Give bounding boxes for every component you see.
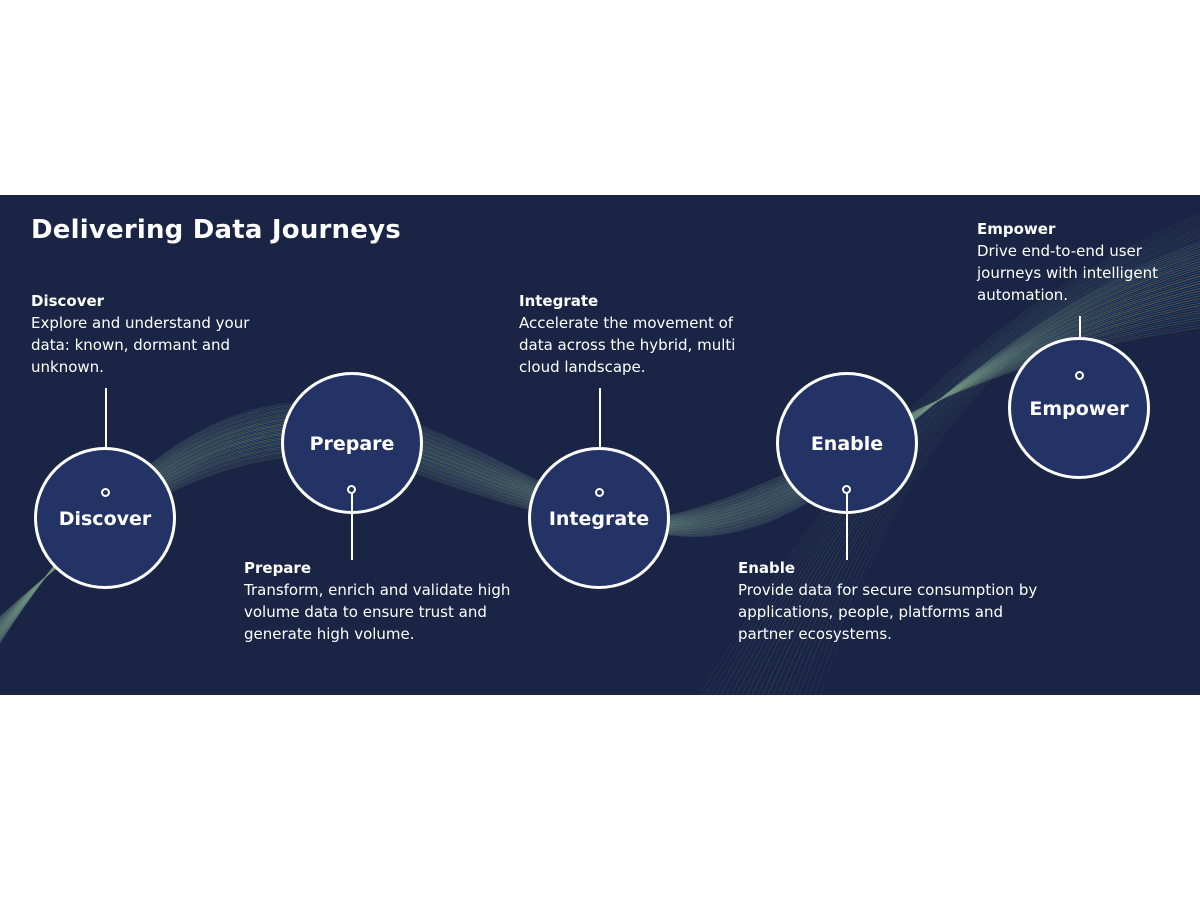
wave-streak	[814, 265, 1200, 695]
wave-streak	[804, 261, 1200, 695]
wave-streak	[798, 258, 1200, 695]
prepare-text: Transform, enrich and validate high volu…	[244, 581, 511, 643]
wave-streak	[757, 239, 1200, 695]
empower-text: Drive end-to-end user journeys with inte…	[977, 242, 1158, 304]
integrate-connector	[599, 388, 601, 492]
wave-streak	[767, 244, 1200, 695]
wave-streak	[772, 246, 1200, 695]
empower-anchor-dot	[1075, 371, 1084, 380]
integrate-description: Integrate Accelerate the movement of dat…	[519, 290, 764, 378]
enable-connector	[846, 489, 848, 560]
prepare-description: Prepare Transform, enrich and validate h…	[244, 557, 519, 645]
discover-text: Explore and understand your data: known,…	[31, 314, 250, 376]
wave-streak	[720, 222, 1200, 695]
enable-anchor-dot	[842, 485, 851, 494]
enable-node-label: Enable	[810, 433, 884, 455]
prepare-heading: Prepare	[244, 559, 311, 577]
integrate-text: Accelerate the movement of data across t…	[519, 314, 736, 376]
enable-text: Provide data for secure consumption by a…	[738, 581, 1038, 643]
integrate-node-label: Integrate	[548, 508, 650, 530]
discover-connector	[105, 388, 107, 492]
wave-streak	[715, 220, 1200, 695]
discover-node-label: Discover	[58, 508, 152, 530]
integrate-anchor-dot	[595, 488, 604, 497]
empower-node[interactable]: Empower	[1008, 337, 1150, 479]
page-title: Delivering Data Journeys	[31, 215, 401, 245]
integrate-node[interactable]: Integrate	[528, 447, 670, 589]
discover-node[interactable]: Discover	[34, 447, 176, 589]
wave-streak	[809, 263, 1200, 695]
empower-heading: Empower	[977, 220, 1056, 238]
discover-anchor-dot	[101, 488, 110, 497]
prepare-anchor-dot	[347, 485, 356, 494]
wave-streak	[736, 230, 1200, 695]
wave-streak	[746, 234, 1200, 695]
wave-streak	[762, 242, 1200, 695]
journey-banner: Delivering Data Journeys Discover Explor…	[0, 195, 1200, 695]
enable-heading: Enable	[738, 559, 796, 577]
wave-streak	[819, 268, 1200, 695]
prepare-node-label: Prepare	[309, 433, 395, 455]
wave-streak	[793, 256, 1200, 695]
wave-streak	[777, 249, 1200, 695]
wave-streak	[788, 253, 1200, 695]
empower-description: Empower Drive end-to-end user journeys w…	[977, 218, 1177, 306]
discover-description: Discover Explore and understand your dat…	[31, 290, 271, 378]
wave-streak	[751, 237, 1200, 695]
prepare-connector	[351, 489, 353, 560]
wave-streak	[725, 225, 1200, 695]
empower-node-label: Empower	[1029, 398, 1129, 420]
wave-streak	[783, 251, 1200, 695]
enable-description: Enable Provide data for secure consumpti…	[738, 557, 1048, 645]
discover-heading: Discover	[31, 292, 105, 310]
wave-streak	[730, 227, 1200, 695]
integrate-heading: Integrate	[519, 292, 599, 310]
wave-streak	[741, 232, 1200, 695]
